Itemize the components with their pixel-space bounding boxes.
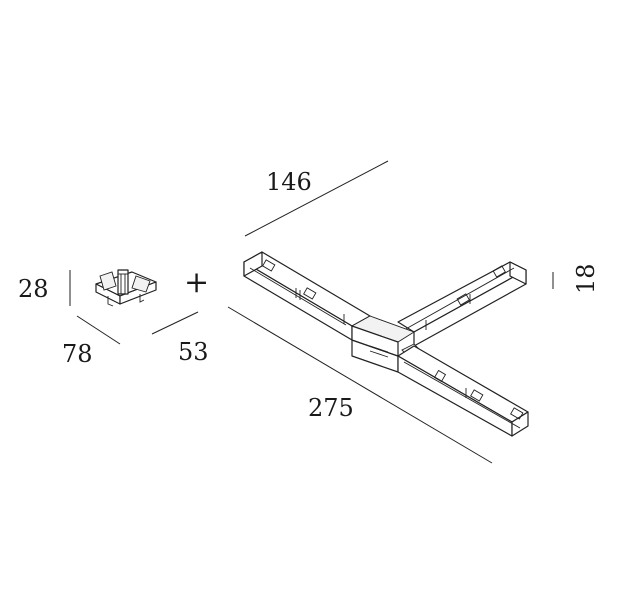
connector-part bbox=[95, 269, 157, 307]
connector-width-label: 53 bbox=[178, 338, 209, 366]
total-length-dimension-line bbox=[227, 306, 493, 464]
connector-width-dimension-line bbox=[151, 311, 199, 335]
connector-length-label: 78 bbox=[62, 340, 93, 368]
plus-sign: + bbox=[184, 265, 209, 300]
short-arm-dimension-line bbox=[244, 160, 389, 237]
connector-dimensions: 28 78 53 bbox=[18, 270, 209, 368]
t-connector-track bbox=[243, 251, 529, 437]
connector-height-label: 28 bbox=[18, 275, 49, 303]
connector-length-dimension-line bbox=[76, 315, 121, 345]
short-arm-label: 146 bbox=[266, 168, 312, 196]
total-length-label: 275 bbox=[308, 394, 354, 422]
track-dimensions: 146 275 18 bbox=[227, 160, 600, 464]
track-height-label: 18 bbox=[572, 263, 600, 294]
